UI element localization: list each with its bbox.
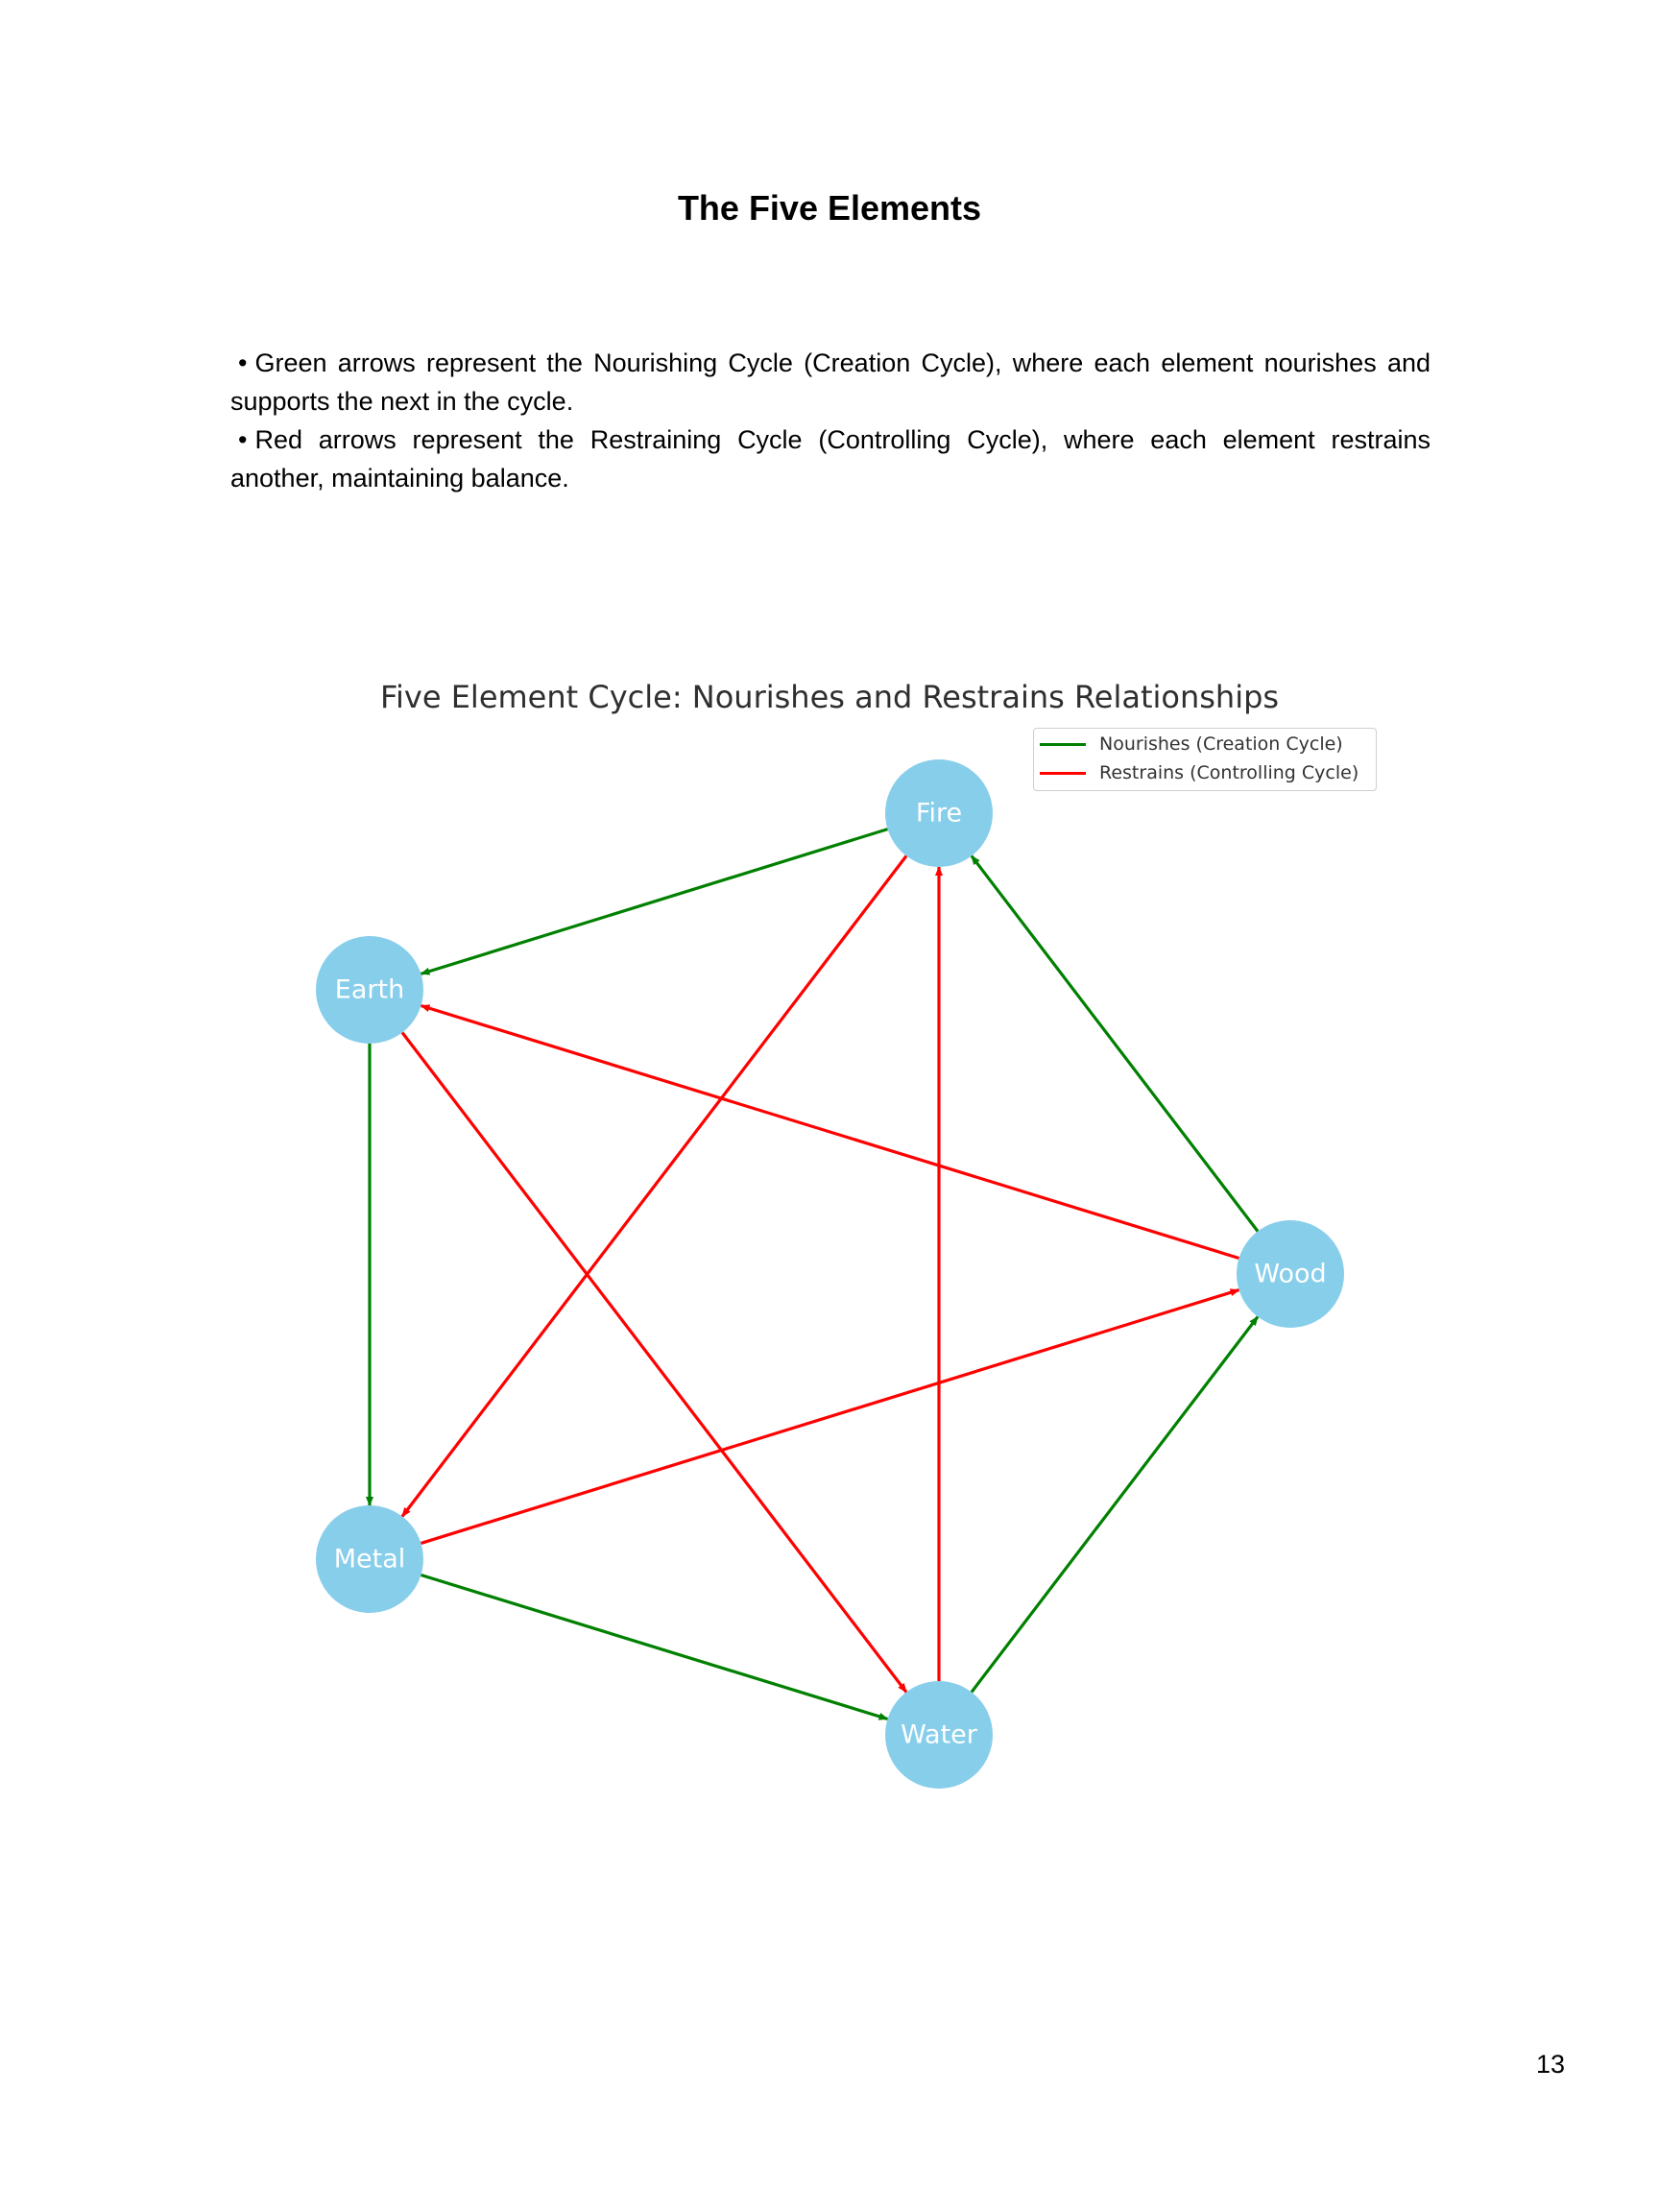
edge-restrains-wood-to-earth	[420, 1003, 1239, 1261]
note-restraining: •Red arrows represent the Restraining Cy…	[230, 421, 1431, 497]
diagram-title: Five Element Cycle: Nourishes and Restra…	[379, 679, 1280, 715]
note-nourishing-text: Green arrows represent the Nourishing Cy…	[230, 349, 1431, 416]
legend-swatch-nourishes	[1040, 742, 1086, 746]
edges-layer	[366, 828, 1260, 1721]
legend-item-nourishes: Nourishes (Creation Cycle)	[1040, 732, 1343, 757]
cycle-notes: •Green arrows represent the Nourishing C…	[230, 344, 1431, 497]
legend-swatch-restrains	[1040, 771, 1086, 775]
node-circle-earth	[316, 936, 423, 1044]
edge-nourishes-wood-to-fire	[970, 854, 1260, 1233]
page-heading: The Five Elements	[677, 188, 982, 228]
note-nourishing: •Green arrows represent the Nourishing C…	[230, 344, 1431, 421]
edge-restrains-metal-to-wood	[421, 1288, 1240, 1545]
legend: Nourishes (Creation Cycle) Restrains (Co…	[1033, 728, 1377, 791]
node-label-wood: Wood	[1254, 1260, 1326, 1289]
bullet-icon: •	[238, 425, 248, 454]
edge-nourishes-metal-to-water	[421, 1573, 889, 1721]
node-earth: Earth	[316, 936, 423, 1044]
edge-nourishes-water-to-wood	[970, 1315, 1260, 1694]
node-label-metal: Metal	[334, 1545, 406, 1575]
edge-restrains-earth-to-water	[400, 1031, 908, 1694]
legend-label-restrains: Restrains (Controlling Cycle)	[1099, 762, 1359, 783]
legend-label-nourishes: Nourishes (Creation Cycle)	[1099, 733, 1343, 755]
page-number: 13	[1535, 2050, 1565, 2079]
node-metal: Metal	[316, 1505, 423, 1613]
node-label-water: Water	[901, 1720, 978, 1750]
node-wood: Wood	[1237, 1220, 1344, 1328]
edge-restrains-fire-to-metal	[400, 854, 908, 1518]
node-circle-fire	[885, 759, 993, 867]
node-label-fire: Fire	[916, 799, 962, 829]
edge-nourishes-fire-to-earth	[420, 828, 888, 975]
note-restraining-text: Red arrows represent the Restraining Cyc…	[230, 425, 1431, 493]
node-water: Water	[885, 1681, 993, 1789]
legend-item-restrains: Restrains (Controlling Cycle)	[1040, 760, 1358, 785]
node-fire: Fire	[885, 759, 993, 867]
node-circle-water	[885, 1681, 993, 1789]
node-circle-wood	[1237, 1220, 1344, 1328]
node-circle-metal	[316, 1505, 423, 1613]
bullet-icon: •	[238, 349, 248, 377]
node-label-earth: Earth	[335, 975, 404, 1005]
